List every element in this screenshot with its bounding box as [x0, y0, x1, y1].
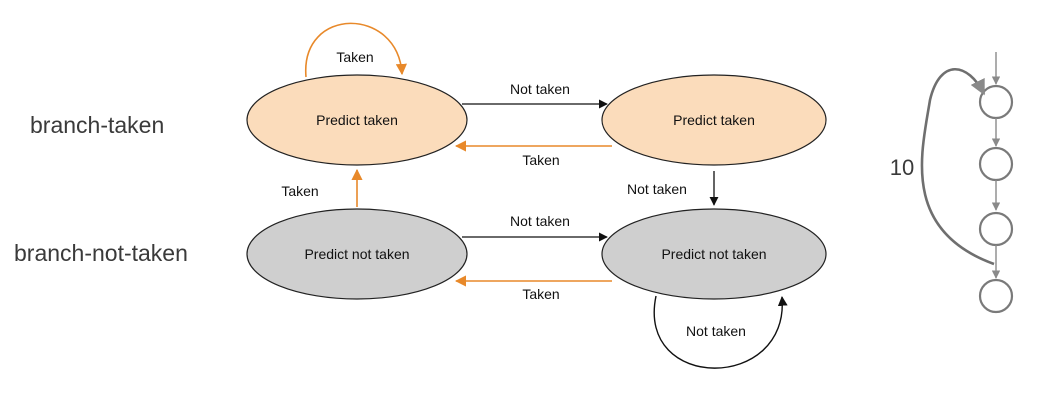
loop-node [978, 146, 1014, 182]
self-loop-taken-label: Taken [336, 49, 373, 65]
state-label: Predict not taken [304, 246, 409, 262]
state-predict-not-taken-left: Predict not taken [246, 208, 468, 300]
self-loop-taken-arrow [305, 22, 407, 78]
self-loop-not-taken-label: Not taken [686, 323, 746, 339]
loop-node [978, 278, 1014, 314]
loop-node [978, 211, 1014, 247]
state-predict-taken-right: Predict taken [601, 74, 827, 166]
loop-node [978, 84, 1014, 120]
loop-graph: 10 [890, 52, 1014, 314]
right-not-taken-label: Not taken [627, 181, 687, 197]
state-label: Predict taken [673, 112, 755, 128]
bottom-taken-label: Taken [522, 286, 559, 302]
self-loop-not-taken-arrow [653, 295, 788, 369]
top-taken-label: Taken [522, 152, 559, 168]
state-predict-not-taken-right: Predict not taken [601, 208, 827, 300]
state-label: Predict not taken [661, 246, 766, 262]
state-predict-taken-left: Predict taken [246, 74, 468, 166]
left-taken-label: Taken [281, 183, 318, 199]
bottom-not-taken-label: Not taken [510, 213, 570, 229]
loop-count-label: 10 [890, 155, 914, 180]
branch-not-taken-label: branch-not-taken [14, 240, 188, 266]
loop-back-edge [920, 68, 995, 266]
top-not-taken-label: Not taken [510, 81, 570, 97]
branch-taken-label: branch-taken [30, 112, 165, 138]
state-label: Predict taken [316, 112, 398, 128]
